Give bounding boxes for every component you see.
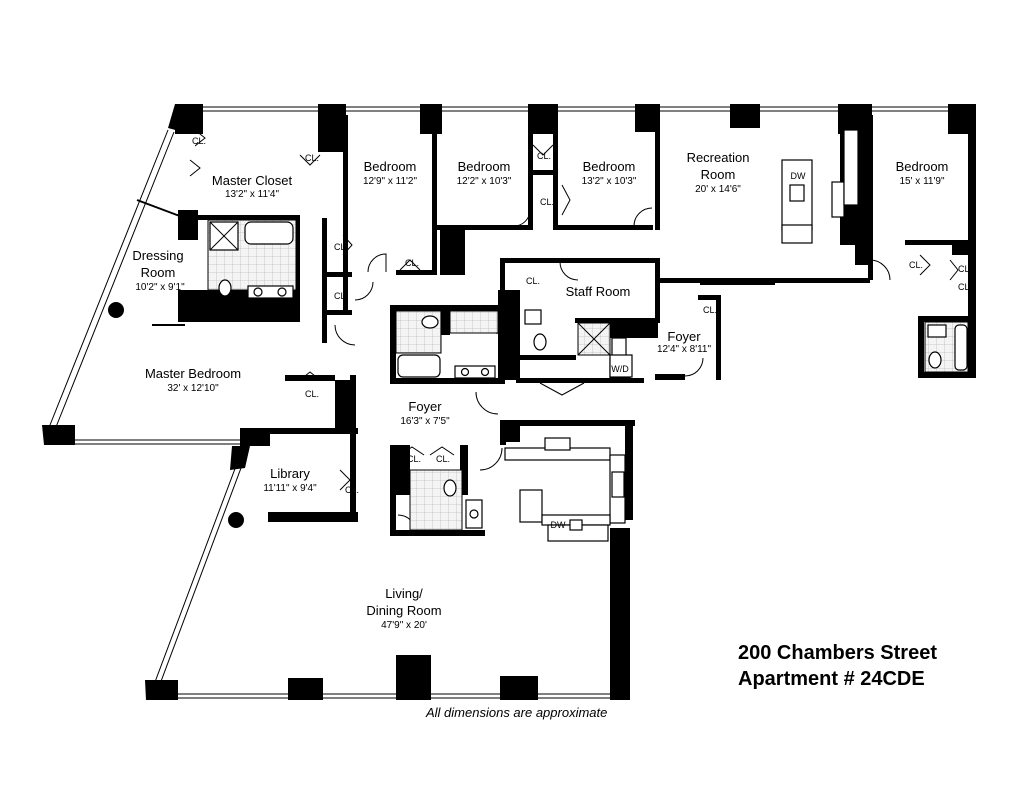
closet-label: CL. (305, 153, 319, 163)
dishwasher-label: DW (551, 520, 566, 530)
master-closet-name: Master Closet (212, 173, 293, 188)
master-bedroom-dim: 32' x 12'10" (167, 383, 219, 394)
bedroom-3-name: Bedroom (583, 159, 636, 174)
fixtures (207, 129, 969, 542)
recreation-room-dim: 20' x 14'6" (695, 184, 741, 195)
title-line-1: 200 Chambers Street (738, 642, 937, 664)
dressing-room-dim: 10'2" x 9'1" (135, 282, 185, 293)
closet-label: CL. (334, 242, 348, 252)
recreation-room-name2: Room (701, 167, 736, 182)
closet-label: CL. (407, 454, 421, 464)
bedroom-2-name: Bedroom (458, 159, 511, 174)
closet-label: CL. (909, 260, 923, 270)
dressing-room-name1: Dressing (132, 248, 183, 263)
dimensions-note: All dimensions are approximate (426, 705, 608, 720)
living-dining-name1: Living/ (385, 586, 423, 601)
foyer-small-dim: 12'4" x 8'11" (657, 344, 712, 355)
closet-label: CL. (540, 197, 554, 207)
dishwasher-label: DW (791, 171, 806, 181)
washer-dryer-label: W/D (611, 364, 629, 374)
master-bedroom-name: Master Bedroom (145, 366, 241, 381)
living-dining-dim: 47'9" x 20' (381, 620, 427, 631)
closet-label: CL. (192, 136, 206, 146)
closet-label: CL. (703, 305, 717, 315)
master-closet-dim: 13'2" x 11'4" (225, 189, 280, 200)
dressing-room-name2: Room (141, 265, 176, 280)
closet-label: CL. (445, 234, 459, 244)
closet-labels: CL. CL. CL. CL. CL. CL. CL. CL. CL. CL. … (192, 136, 972, 530)
staff-room-name: Staff Room (566, 284, 631, 299)
bedroom-2-dim: 12'2" x 10'3" (457, 176, 512, 187)
room-labels: Master Closet 13'2" x 11'4" Dressing Roo… (132, 150, 948, 631)
closet-label: CL. (958, 282, 972, 292)
foyer-main-dim: 16'3" x 7'5" (400, 416, 450, 427)
bedroom-4-dim: 15' x 11'9" (900, 176, 945, 187)
bedroom-1-name: Bedroom (364, 159, 417, 174)
closet-label: CL. (334, 291, 348, 301)
closet-label: CL. (436, 454, 450, 464)
closet-label: CL. (958, 264, 972, 274)
bedroom-3-dim: 13'2" x 10'3" (582, 176, 637, 187)
column-lower (228, 512, 244, 528)
doors (334, 207, 891, 534)
title-line-2: Apartment # 24CDE (738, 668, 925, 690)
closet-label: CL. (345, 485, 359, 495)
closet-label: CL. (526, 276, 540, 286)
foyer-small-name: Foyer (667, 329, 701, 344)
bedroom-1-dim: 12'9" x 11'2" (363, 176, 418, 187)
foyer-main-name: Foyer (408, 399, 442, 414)
closet-label: CL. (445, 255, 459, 265)
bedroom-4-name: Bedroom (896, 159, 949, 174)
library-dim: 11'11" x 9'4" (263, 483, 317, 494)
exterior-walls (42, 104, 976, 700)
closet-label: CL. (537, 151, 551, 161)
column-upper (108, 302, 124, 318)
title-block: 200 Chambers Street Apartment # 24CDE (738, 640, 937, 692)
closet-label: CL. (305, 389, 319, 399)
interior-walls (136, 115, 975, 536)
closet-doors (189, 129, 959, 491)
closet-label: CL. (405, 258, 419, 268)
recreation-room-name1: Recreation (687, 150, 750, 165)
living-dining-name2: Dining Room (366, 603, 441, 618)
library-name: Library (270, 466, 310, 481)
